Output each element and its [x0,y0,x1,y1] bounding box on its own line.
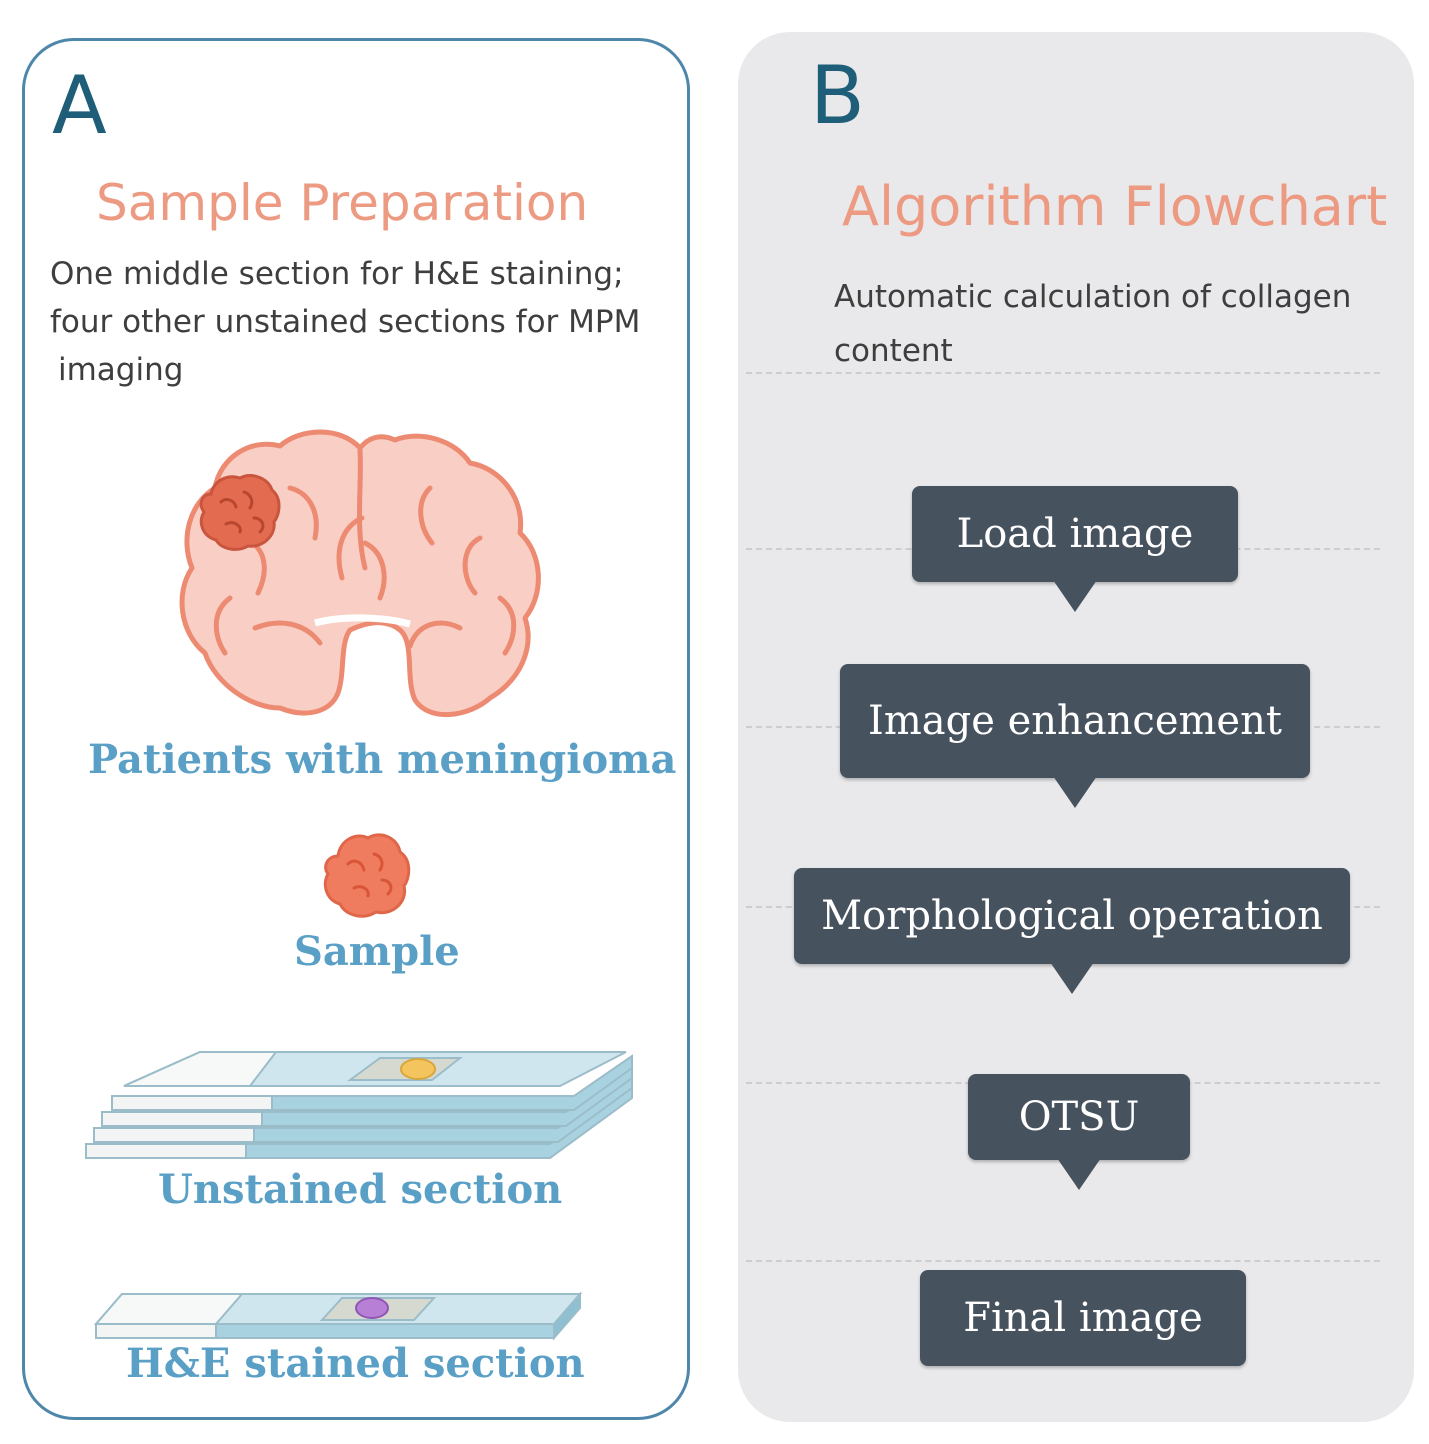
panel-b-description-line: content [834,333,953,369]
panel-b-letter: B [810,49,865,142]
panel-a-letter: A [52,59,107,152]
panel-a-description-line: four other unstained sections for MPM [50,304,641,340]
unstained-slides-icon [85,1051,633,1159]
flowchart-step-final-image: Final image [920,1270,1246,1366]
panel-b-title: Algorithm Flowchart [842,175,1388,238]
label-sample: Sample [294,928,460,975]
panel-b-description: Automatic calculation of collagen conten… [834,270,1404,378]
panel-sample-preparation [22,38,690,1420]
panel-a-description-line: imaging [58,352,184,388]
label-unstained-section: Unstained section [158,1166,563,1213]
tumor-icon [199,474,281,551]
label-he-stained-section: H&E stained section [126,1340,585,1387]
panel-b-description-line: Automatic calculation of collagen [834,279,1352,315]
he-slide-icon [93,1291,583,1341]
panel-a-title: Sample Preparation [96,174,589,232]
flowchart-step-morphological-operation: Morphological operation [794,868,1350,994]
flowchart-step-load-image: Load image [912,486,1238,612]
dashed-divider [746,1260,1380,1262]
panel-a-description: One middle section for H&E staining; fou… [50,250,690,394]
sample-tissue-icon [323,833,411,918]
flowchart-step-otsu: OTSU [968,1074,1190,1190]
label-patients: Patients with meningioma [88,736,677,783]
dashed-divider [746,372,1380,374]
brain-icon [179,429,541,717]
flowchart-step-image-enhancement: Image enhancement [840,664,1310,808]
panel-a-description-line: One middle section for H&E staining; [50,256,624,292]
